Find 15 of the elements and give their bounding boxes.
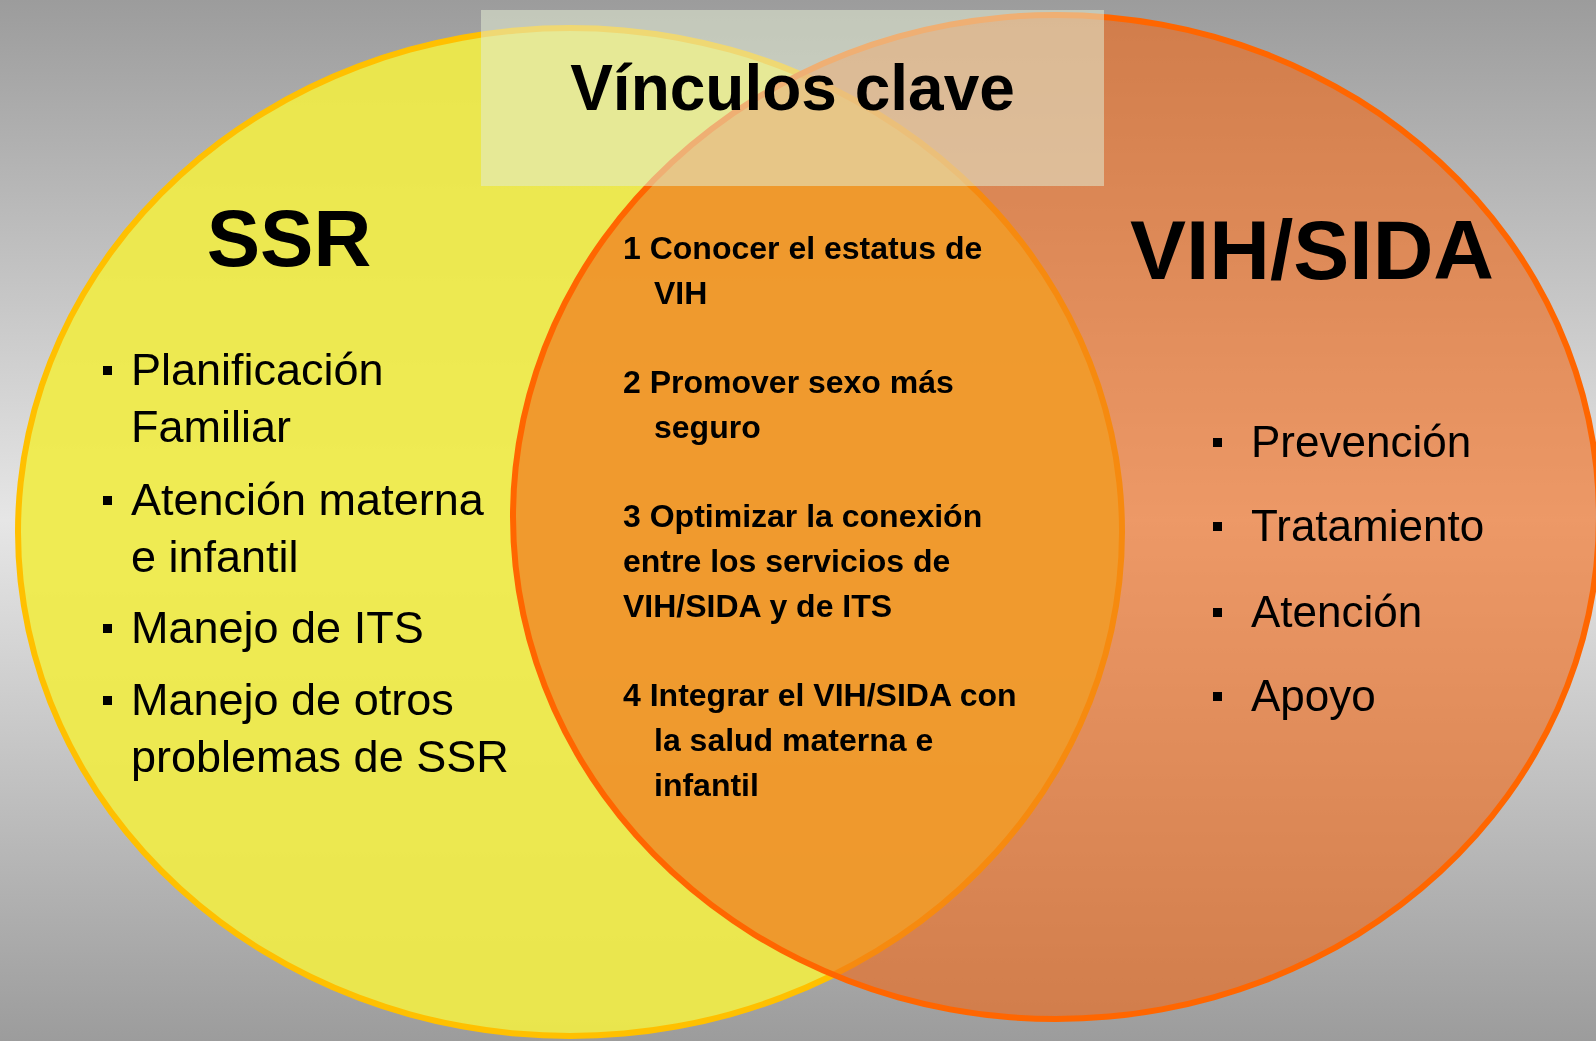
link-item: 1 Conocer el estatus de VIH xyxy=(623,229,984,313)
link-item: 2 Promover sexo más seguro xyxy=(623,363,954,447)
link-item: 3 Optimizar la conexión entre los servicios de VIH/SIDA y de ITS xyxy=(623,497,984,626)
circle-heading: SSR xyxy=(206,199,372,279)
title: Vínculos clave xyxy=(569,51,1016,125)
circle-heading: VIH/SIDA xyxy=(1129,208,1495,292)
link-item: 4 Integrar el VIH/SIDA con la salud materna e infantil xyxy=(623,676,1018,805)
list-item: Planificación Familiar xyxy=(131,343,385,454)
list-item: Apoyo xyxy=(1251,670,1377,722)
list-item: Atención materna e infantil xyxy=(131,473,485,584)
list-item: Tratamiento xyxy=(1251,500,1486,552)
list-item: Manejo de otros problemas de SSR xyxy=(131,673,510,784)
list-item: Manejo de ITS xyxy=(131,601,425,655)
list-item: Prevención xyxy=(1251,416,1473,468)
list-item: Atención xyxy=(1251,586,1424,638)
